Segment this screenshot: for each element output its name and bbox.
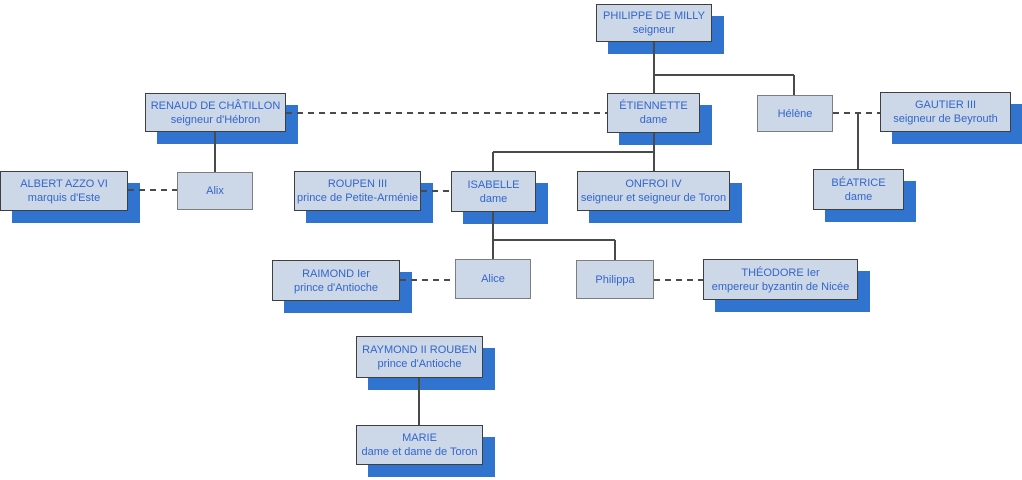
person-title: dame xyxy=(844,190,873,203)
person-name: ISABELLE xyxy=(467,178,520,191)
marriage-connector-dashed xyxy=(400,279,455,281)
person-title: prince de Petite-Arménie xyxy=(296,192,419,204)
descent-connector-line xyxy=(614,240,616,260)
descent-connector-line xyxy=(654,74,794,76)
node-helene[interactable]: Hélène xyxy=(757,95,833,132)
descent-connector-line xyxy=(653,42,655,93)
person-name: Alix xyxy=(206,185,224,197)
node-raimond-ier[interactable]: RAIMOND Ier prince d'Antioche xyxy=(272,260,400,301)
node-marie[interactable]: MARIE dame et dame de Toron xyxy=(356,425,483,465)
person-name: MARIE xyxy=(402,432,437,444)
person-name: ALBERT AZZO VI xyxy=(20,178,108,190)
person-title: seigneur de Beyrouth xyxy=(893,113,998,125)
person-title: marquis d'Este xyxy=(27,192,101,204)
descent-connector-line xyxy=(418,378,420,425)
node-theodore-ier[interactable]: THÉODORE Ier empereur byzantin de Nicée xyxy=(703,259,858,300)
person-title: prince d'Antioche xyxy=(293,281,379,294)
person-name: PHILIPPE DE MILLY xyxy=(603,10,705,22)
person-title: empereur byzantin de Nicée xyxy=(711,280,850,293)
node-etiennette[interactable]: ÉTIENNETTE dame xyxy=(607,93,700,133)
person-name: RENAUD DE CHÂTILLON xyxy=(150,99,281,112)
person-title: prince d'Antioche xyxy=(377,358,462,370)
node-philippe-de-milly[interactable]: PHILIPPE DE MILLY seigneur xyxy=(596,4,712,42)
descent-connector-line xyxy=(214,132,216,172)
marriage-connector-dashed xyxy=(654,279,703,281)
person-title: seigneur d'Hébron xyxy=(170,113,261,126)
marriage-connector-dashed xyxy=(421,190,451,192)
descent-connector-line xyxy=(492,212,494,259)
person-name: ROUPEN III xyxy=(327,178,388,190)
person-name: RAIMOND Ier xyxy=(302,267,370,280)
person-name: BÉATRICE xyxy=(831,176,886,189)
node-alice[interactable]: Alice xyxy=(455,259,531,299)
node-raymond-ii-rouben[interactable]: RAYMOND II ROUBEN prince d'Antioche xyxy=(356,336,483,378)
person-title: seigneur xyxy=(632,24,676,36)
person-title: dame xyxy=(639,114,668,126)
descent-connector-line xyxy=(492,152,494,171)
person-name: THÉODORE Ier xyxy=(741,266,820,279)
person-name: Hélène xyxy=(777,107,813,120)
person-name: RAYMOND II ROUBEN xyxy=(362,344,477,356)
node-gautier-iii[interactable]: GAUTIER III seigneur de Beyrouth xyxy=(880,92,1011,132)
person-name: ÉTIENNETTE xyxy=(619,100,688,112)
person-title: dame et dame de Toron xyxy=(361,446,478,458)
node-onfroi-iv[interactable]: ONFROI IV seigneur et seigneur de Toron xyxy=(577,171,730,211)
marriage-connector-dashed xyxy=(833,112,880,114)
marriage-connector-dashed xyxy=(128,189,177,191)
person-name: Alice xyxy=(481,273,505,285)
descent-connector-line xyxy=(857,113,859,169)
person-title: dame xyxy=(479,192,508,205)
descent-connector-line xyxy=(493,239,615,241)
marriage-connector-dashed xyxy=(286,112,607,114)
node-isabelle[interactable]: ISABELLE dame xyxy=(451,171,536,212)
node-philippa[interactable]: Philippa xyxy=(576,260,654,299)
node-alix[interactable]: Alix xyxy=(177,172,253,210)
person-name: GAUTIER III xyxy=(914,99,977,111)
person-title: seigneur et seigneur de Toron xyxy=(580,192,727,204)
node-roupen-iii[interactable]: ROUPEN III prince de Petite-Arménie xyxy=(294,171,421,211)
node-albert-azzo-vi[interactable]: ALBERT AZZO VI marquis d'Este xyxy=(0,171,128,211)
node-beatrice[interactable]: BÉATRICE dame xyxy=(813,169,904,210)
descent-connector-line xyxy=(493,151,655,153)
person-name: Philippa xyxy=(595,273,635,286)
node-renaud-de-chatillon[interactable]: RENAUD DE CHÂTILLON seigneur d'Hébron xyxy=(145,93,286,132)
descent-connector-line xyxy=(793,75,795,95)
person-name: ONFROI IV xyxy=(625,178,682,190)
